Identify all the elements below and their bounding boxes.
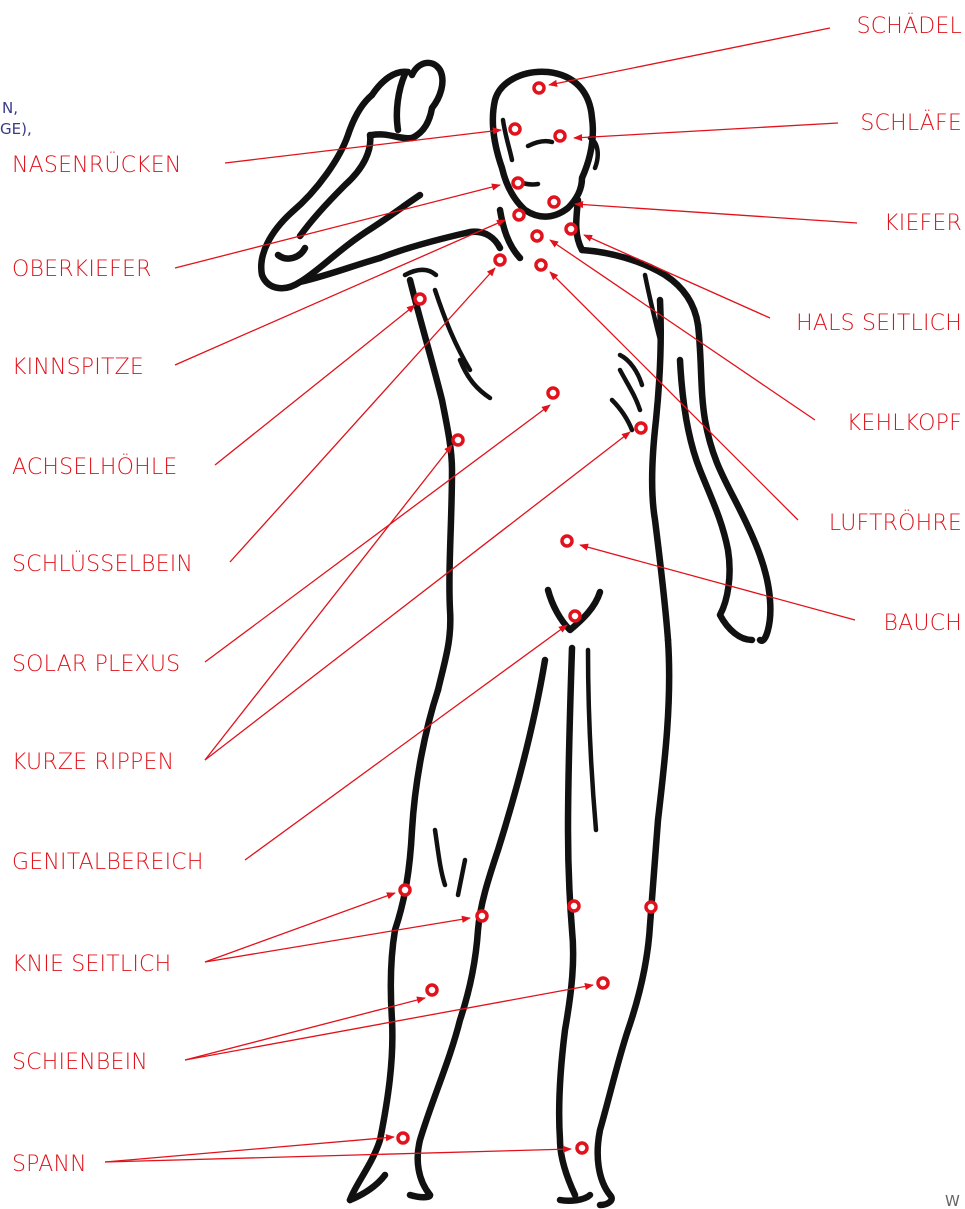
right-leg-inner [559,648,575,1195]
point-marker [548,388,558,398]
point-marker [513,178,523,188]
left-fragment-line1: N, [2,99,18,117]
point-marker [536,260,546,270]
point-marker [577,1143,587,1153]
label-schienbein: SCHIENBEIN [12,1050,148,1075]
point-marker [532,231,542,241]
label-oberkiefer: OBERKIEFER [12,257,152,282]
point-marker [427,985,437,995]
label-bauch: BAUCH [884,611,962,636]
label-schaedel: SCHÄDEL [857,12,962,39]
point-marker [562,536,572,546]
point-marker [398,1133,408,1143]
label-kiefer: KIEFER [884,211,962,236]
label-spann: SPANN [12,1152,87,1177]
point-marker [646,902,656,912]
left-shoulder [380,232,500,258]
point-marker [549,197,559,207]
right-arm-inner [680,360,752,640]
point-marker [510,124,520,134]
label-hals-seitlich: HALS SEITLICH [796,311,962,336]
point-marker [477,911,487,921]
torso-right [652,300,668,640]
point-marker [514,210,524,220]
label-kurze-rippen: KURZE RIPPEN [12,750,174,775]
point-marker [400,885,410,895]
raised-hand [372,63,442,138]
point-marker [495,255,505,265]
point-marker [555,131,565,141]
point-marker [453,435,463,445]
labels: SCHÄDEL SCHLÄFE KIEFER HALS SEITLICH KEH… [12,12,962,1177]
label-luftroehre: LUFTRÖHRE [829,509,962,536]
right-leg-outer [598,640,669,1195]
point-marker [570,611,580,621]
label-genitalbereich: GENITALBEREICH [12,850,204,875]
label-kinnspitze: KINNSPITZE [12,355,144,380]
point-marker [566,224,576,234]
torso-left-inner [405,270,490,398]
point-marker [636,423,646,433]
corner-fragment: W [945,1192,960,1209]
label-kehlkopf: KEHLKOPF [847,411,962,436]
label-knie-seitlich: KNIE SEITLICH [12,952,171,977]
label-schlaefe: SCHLÄFE [860,109,962,136]
right-shoulder [582,250,698,325]
torso-left [410,280,452,690]
point-marker [598,978,608,988]
neck-right [576,200,582,250]
leader-lines [105,28,857,1162]
label-nasenruecken: NASENRÜCKEN [12,151,182,178]
label-schluesselbein: SCHLÜSSELBEIN [12,550,193,577]
human-figure [261,63,770,1205]
left-fragment-line2: GE), [0,120,32,138]
point-marker [569,901,579,911]
point-marker [415,294,425,304]
label-solar-plexus: SOLAR PLEXUS [12,652,180,677]
point-markers [398,83,656,1153]
label-achselhoehle: ACHSELHÖHLE [12,453,177,480]
left-leg-inner [418,660,545,1195]
point-marker [534,83,544,93]
